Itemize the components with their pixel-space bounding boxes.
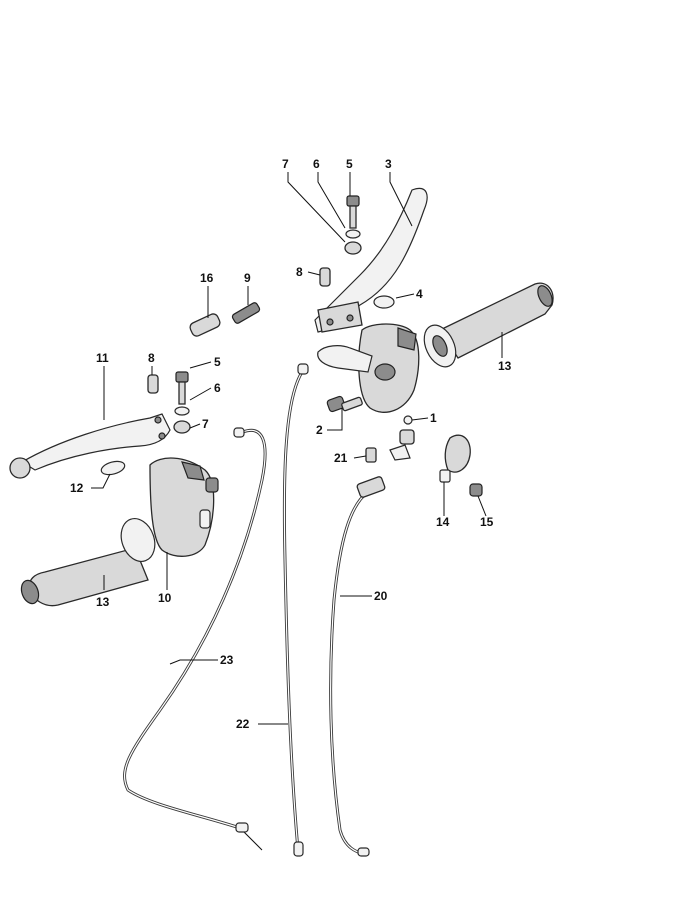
callout-21: 21 <box>334 451 348 465</box>
part-1 <box>389 415 415 461</box>
callout-8-left: 8 <box>148 351 155 365</box>
callout-6-top: 6 <box>313 157 320 171</box>
fitting-16 <box>189 313 221 337</box>
callout-12: 12 <box>70 481 84 495</box>
screw-5-top <box>346 195 360 229</box>
clip-12 <box>100 460 126 476</box>
callout-labels: 7 6 5 3 8 4 16 9 11 8 5 13 6 1 7 2 21 12… <box>70 157 512 731</box>
bracket-14 <box>439 434 471 483</box>
screw-15 <box>469 483 483 497</box>
ring-4 <box>373 295 395 309</box>
grip-13-left <box>20 518 156 607</box>
callout-4: 4 <box>416 287 423 301</box>
callout-16: 16 <box>200 271 214 285</box>
callout-13-left: 13 <box>96 595 110 609</box>
cable-20 <box>329 476 386 857</box>
callout-8-top: 8 <box>296 265 303 279</box>
callout-5-top: 5 <box>346 157 353 171</box>
washer-6-left <box>174 406 190 416</box>
pin-8-top <box>319 267 331 287</box>
callout-2: 2 <box>316 423 323 437</box>
clutch-lever-11 <box>9 413 171 479</box>
callout-13-right: 13 <box>498 359 512 373</box>
lever-housing-10 <box>149 457 219 557</box>
callout-20: 20 <box>374 589 388 603</box>
bolt-2 <box>326 395 363 413</box>
callout-7-top: 7 <box>282 157 289 171</box>
callout-14: 14 <box>436 515 450 529</box>
cable-22 <box>282 363 309 857</box>
callout-3: 3 <box>385 157 392 171</box>
cable-23 <box>123 427 267 851</box>
grip-13-right <box>423 282 554 368</box>
callout-5-left: 5 <box>214 355 221 369</box>
pin-8-left <box>147 374 159 394</box>
nut-7-left <box>173 420 191 434</box>
screw-5-left <box>175 371 189 405</box>
callout-9: 9 <box>244 271 251 285</box>
brake-lever-3 <box>314 187 428 333</box>
screw-21 <box>365 447 377 463</box>
callout-15: 15 <box>480 515 494 529</box>
callout-6-left: 6 <box>214 381 221 395</box>
nut-7-top <box>344 241 362 255</box>
switch-9 <box>231 302 261 324</box>
washer-6-top <box>345 229 361 239</box>
callout-22: 22 <box>236 717 250 731</box>
callout-23: 23 <box>220 653 234 667</box>
callout-7-left: 7 <box>202 417 209 431</box>
callout-11: 11 <box>96 351 109 365</box>
callout-1: 1 <box>430 411 437 425</box>
callout-10: 10 <box>158 591 172 605</box>
master-cylinder-housing <box>317 323 420 413</box>
leader-lines <box>91 172 503 725</box>
